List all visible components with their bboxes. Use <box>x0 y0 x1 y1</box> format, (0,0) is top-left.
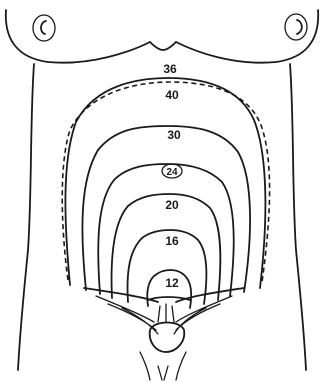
right-flank <box>290 64 306 370</box>
label-24-weeks-circled: 24 <box>162 164 182 178</box>
pubic-lines <box>158 304 174 322</box>
label-20-weeks: 20 <box>165 198 179 212</box>
sternal-notch <box>150 42 176 50</box>
label-40-weeks: 40 <box>165 88 179 102</box>
label-24-weeks: 24 <box>166 167 178 178</box>
left-groin-line <box>140 352 150 380</box>
right-inguinal-ligament <box>176 288 244 302</box>
label-30-weeks: 30 <box>167 128 181 142</box>
left-flank <box>18 64 34 370</box>
right-breast <box>176 10 318 63</box>
label-36-weeks: 36 <box>163 62 177 76</box>
label-12-weeks: 12 <box>165 276 179 290</box>
left-breast <box>6 10 150 63</box>
contour-36-weeks <box>65 78 265 288</box>
pelvic-fan-left <box>96 296 158 334</box>
label-16-weeks: 16 <box>165 234 179 248</box>
contour-40-weeks <box>62 82 269 282</box>
right-groin-line <box>176 352 186 380</box>
pubic-mark <box>158 366 168 380</box>
right-nipple-icon <box>285 14 307 40</box>
week-labels: 36 40 30 24 20 16 12 <box>162 62 182 290</box>
fundal-contours <box>62 78 269 308</box>
left-nipple-icon <box>33 15 55 41</box>
pelvic-region <box>84 288 244 352</box>
